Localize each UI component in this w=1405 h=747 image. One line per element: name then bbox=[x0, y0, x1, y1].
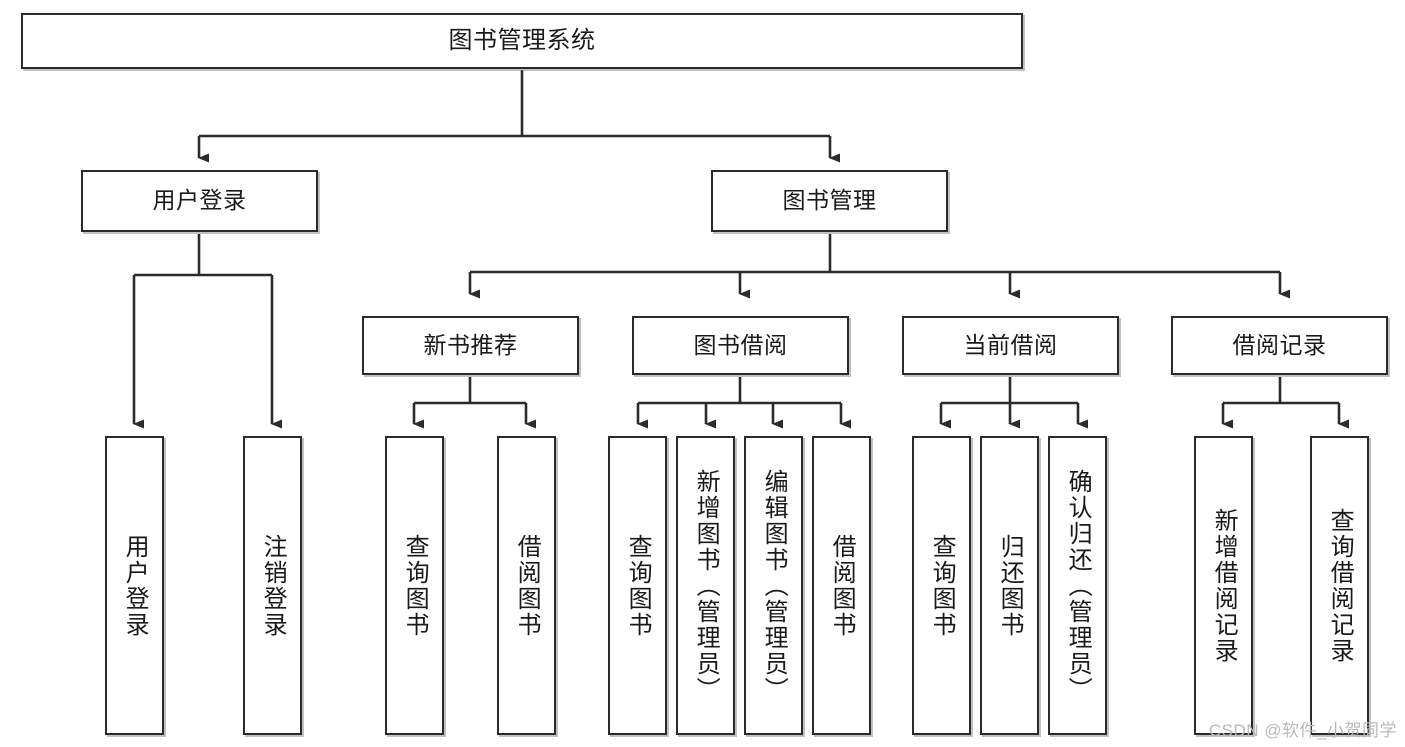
node-user-login-label: 用户登录 bbox=[152, 187, 247, 214]
node-leaf-query-book-3[interactable]: 查询图书 bbox=[912, 436, 971, 735]
node-leaf-add-book-label: 新增图书（管理员） bbox=[692, 468, 720, 703]
node-leaf-query-book-2[interactable]: 查询图书 bbox=[608, 436, 667, 735]
node-new-book-recommend[interactable]: 新书推荐 bbox=[362, 316, 579, 375]
node-leaf-logout-login-label: 注销登录 bbox=[259, 533, 287, 638]
node-leaf-query-book-1-label: 查询图书 bbox=[401, 533, 429, 638]
node-leaf-edit-book[interactable]: 编辑图书（管理员） bbox=[744, 436, 803, 735]
node-leaf-user-login[interactable]: 用户登录 bbox=[105, 436, 164, 735]
node-leaf-edit-book-label: 编辑图书（管理员） bbox=[760, 468, 788, 703]
node-leaf-confirm-return-label: 确认归还（管理员） bbox=[1064, 468, 1092, 703]
node-leaf-query-book-1[interactable]: 查询图书 bbox=[385, 436, 444, 735]
node-book-borrow-label: 图书借阅 bbox=[693, 331, 788, 358]
node-leaf-user-login-label: 用户登录 bbox=[121, 533, 149, 638]
node-leaf-return-book-label: 归还图书 bbox=[996, 533, 1024, 638]
node-current-borrow-label: 当前借阅 bbox=[963, 331, 1058, 358]
node-leaf-query-record-label: 查询借阅记录 bbox=[1326, 507, 1354, 664]
node-leaf-add-record-label: 新增借阅记录 bbox=[1210, 507, 1238, 664]
node-leaf-logout-login[interactable]: 注销登录 bbox=[243, 436, 302, 735]
node-leaf-add-record[interactable]: 新增借阅记录 bbox=[1194, 436, 1253, 735]
node-leaf-add-book[interactable]: 新增图书（管理员） bbox=[676, 436, 735, 735]
node-borrow-record-label: 借阅记录 bbox=[1232, 331, 1327, 358]
node-current-borrow[interactable]: 当前借阅 bbox=[902, 316, 1119, 375]
node-leaf-return-book[interactable]: 归还图书 bbox=[980, 436, 1039, 735]
node-leaf-borrow-book-2[interactable]: 借阅图书 bbox=[812, 436, 871, 735]
node-borrow-record[interactable]: 借阅记录 bbox=[1171, 316, 1388, 375]
node-leaf-borrow-book-1[interactable]: 借阅图书 bbox=[497, 436, 556, 735]
watermark: CSDN @软件_小贺同学 bbox=[1208, 721, 1397, 740]
node-root-label: 图书管理系统 bbox=[448, 26, 596, 54]
node-leaf-borrow-book-1-label: 借阅图书 bbox=[513, 533, 541, 638]
node-new-book-recommend-label: 新书推荐 bbox=[423, 331, 518, 358]
node-leaf-borrow-book-2-label: 借阅图书 bbox=[828, 533, 856, 638]
node-leaf-query-record[interactable]: 查询借阅记录 bbox=[1310, 436, 1369, 735]
node-leaf-query-book-3-label: 查询图书 bbox=[928, 533, 956, 638]
node-book-borrow[interactable]: 图书借阅 bbox=[632, 316, 849, 375]
node-book-manage-label: 图书管理 bbox=[782, 187, 877, 214]
node-root[interactable]: 图书管理系统 bbox=[21, 13, 1023, 69]
node-leaf-confirm-return[interactable]: 确认归还（管理员） bbox=[1048, 436, 1107, 735]
node-book-manage[interactable]: 图书管理 bbox=[711, 170, 948, 232]
node-leaf-query-book-2-label: 查询图书 bbox=[624, 533, 652, 638]
node-user-login[interactable]: 用户登录 bbox=[81, 170, 318, 232]
